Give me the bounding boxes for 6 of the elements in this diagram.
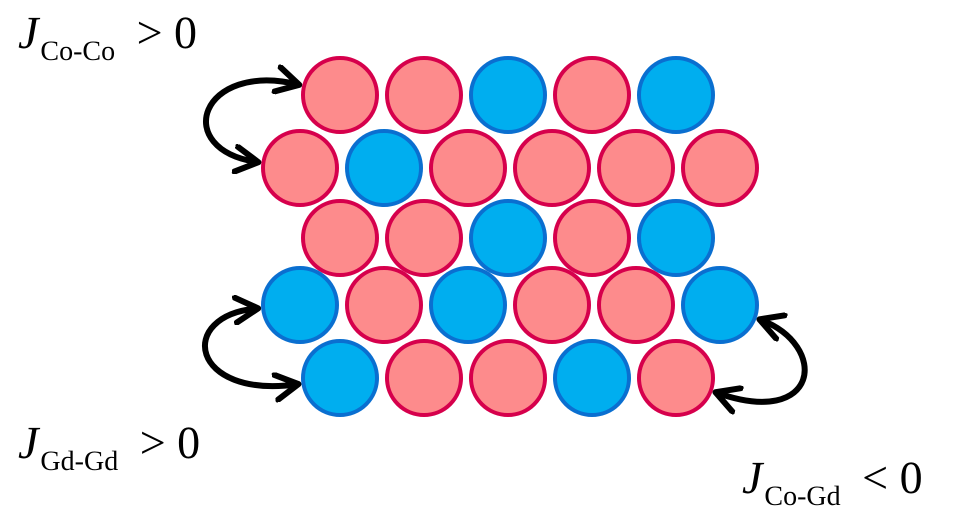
exchange-label: J$_{Gd-Gd}$ > 0 <box>18 420 200 476</box>
double-arrow <box>203 66 302 172</box>
double-arrow <box>202 296 302 402</box>
exchange-label: J$_{Co-Co}$ > 0 <box>18 10 198 66</box>
exchange-label: J$_{Co-Gd}$ < 0 <box>742 455 923 511</box>
double-arrow <box>712 314 808 414</box>
